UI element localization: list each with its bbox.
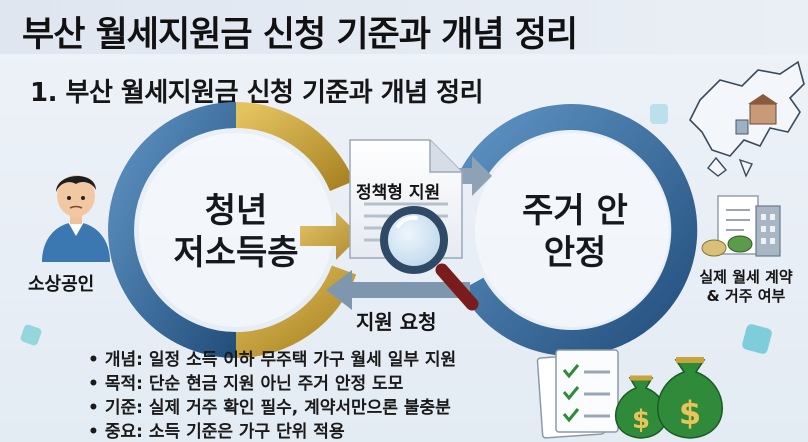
gold-arrow-right xyxy=(300,212,360,260)
arrow-to-right-ring xyxy=(452,156,492,196)
busan-map-icon xyxy=(689,60,805,178)
sub-title: 1. 부산 월세지원금 신청 기준과 개념 정리 xyxy=(30,78,484,108)
bullet-item: 기준: 실제 거주 확인 필수, 계약서만으론 불충분 xyxy=(88,396,456,420)
checklist-icon xyxy=(536,349,619,439)
arrow-support-request xyxy=(326,270,470,310)
left-ring xyxy=(108,102,357,359)
bullet-item: 개념: 일정 소득 이하 무주택 가구 월세 일부 지원 xyxy=(88,348,456,372)
decor-sparkle-left xyxy=(20,324,42,346)
magnifier-icon xyxy=(380,206,479,311)
right-caption: 실제 월세 계약 & 거주 여부 xyxy=(686,268,806,306)
person-label: 소상공인 xyxy=(28,274,95,295)
support-request-label: 지원 요청 xyxy=(356,310,437,334)
left-ring-line2: 저소득층 xyxy=(173,233,299,273)
left-ring-label: 청년 저소득층 xyxy=(156,190,316,274)
bullet-item: 목적: 단순 현금 지원 아닌 주거 안정 도모 xyxy=(88,372,456,396)
bullet-list: 개념: 일정 소득 이하 무주택 가구 월세 일부 지원 목적: 단순 현금 지… xyxy=(88,348,456,442)
money-bag-icon: $ $ xyxy=(615,357,723,439)
decor-sparkle-right xyxy=(650,104,772,354)
building-icon xyxy=(701,195,781,257)
svg-text:$: $ xyxy=(679,394,701,432)
title-bar xyxy=(0,0,808,54)
svg-text:$: $ xyxy=(632,405,650,435)
right-ring-line1: 주거 안 xyxy=(522,191,628,231)
person-icon xyxy=(42,175,110,262)
bullet-item: 중요: 소득 기준은 가구 단위 적용 xyxy=(88,420,456,442)
left-ring-line1: 청년 xyxy=(204,191,268,231)
document-label: 정책형 지원 xyxy=(356,183,441,203)
right-ring-line2: 안정 xyxy=(543,233,607,273)
right-ring-label: 주거 안 안정 xyxy=(500,190,650,274)
right-caption-line1: 실제 월세 계약 xyxy=(699,268,793,286)
right-caption-line2: & 거주 여부 xyxy=(706,287,786,305)
right-ring xyxy=(460,104,698,356)
main-title: 부산 월세지원금 신청 기준과 개념 정리 xyxy=(22,15,578,55)
